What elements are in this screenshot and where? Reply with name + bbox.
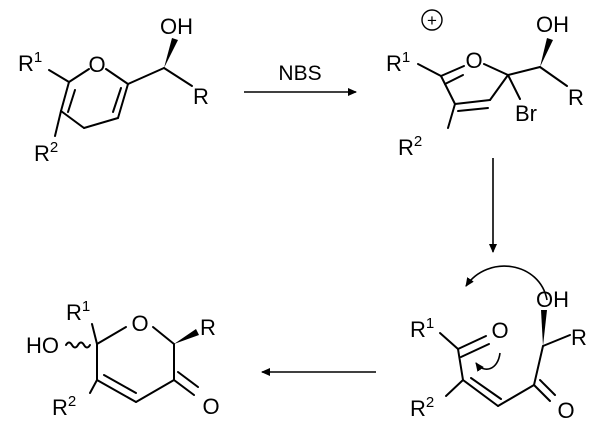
wedge-bond-oh	[541, 310, 547, 346]
c2-c3-double-bond-a	[462, 379, 499, 407]
r2-bond	[447, 103, 456, 129]
ketone-oxygen-label: O	[557, 398, 574, 423]
aldehyde-oxygen-label: O	[491, 318, 508, 343]
c1-o-double-bond-b	[460, 343, 490, 358]
c-br-bond	[507, 74, 521, 100]
r1-label: R1	[410, 315, 434, 342]
r1-label: R1	[386, 49, 410, 76]
carbonyl-oxygen-label: O	[202, 394, 219, 419]
carbonyl-double-bond-b	[177, 371, 199, 388]
c3-c4-bond	[135, 379, 175, 403]
c4-c5-bond	[533, 345, 544, 386]
c1-o-double-bond-a	[457, 335, 487, 350]
r-bond	[539, 66, 568, 87]
positive-charge-circle	[421, 9, 443, 31]
oxocarbenium-ring-bonds	[440, 63, 509, 112]
r2-label: R2	[34, 139, 58, 166]
electron-push-arrow	[475, 352, 501, 372]
wedge-bond-r	[174, 329, 199, 344]
compound-enedione: R1 O R2 O OH R	[410, 265, 587, 423]
side-chain-bond	[507, 66, 541, 76]
c4-o-double-bond-a	[533, 384, 551, 402]
r-label: R	[193, 84, 209, 109]
nucleophilic-attack-arrow	[465, 265, 548, 301]
r-bond	[163, 67, 193, 87]
r1-bond	[439, 332, 459, 350]
compound-furylcarbinol: O R1 R2 OH R	[18, 14, 209, 166]
r2-label: R2	[398, 133, 422, 160]
r-label: R	[200, 315, 216, 340]
furan-oxygen-label: O	[88, 52, 105, 77]
c4-c5-double-bond-b	[103, 374, 137, 394]
r2-label: R2	[410, 394, 434, 421]
wedge-bond-oh	[540, 38, 553, 67]
positive-charge-sign: +	[427, 11, 437, 30]
reagent-label: NBS	[278, 62, 321, 85]
c6-o-bond	[96, 326, 127, 345]
r1-label: R1	[18, 49, 42, 76]
r1-bond	[417, 63, 442, 77]
hydroxyl-label: OH	[160, 14, 193, 39]
c1-c2-bond	[457, 348, 464, 381]
o-c2-bond	[152, 326, 175, 345]
r2-bond	[89, 379, 98, 394]
r1-label: R1	[66, 298, 90, 325]
hydroxyl-label: HO	[26, 333, 59, 358]
side-chain-bond	[127, 67, 165, 85]
hydroxyl-label: OH	[536, 12, 569, 37]
c4-o-double-bond-b	[539, 379, 556, 396]
c6-r1-bond	[91, 323, 98, 345]
oxonium-oxygen-label: O	[465, 48, 482, 73]
bromine-label: Br	[515, 101, 537, 126]
r1-bond	[48, 69, 70, 83]
wedge-bond-oh	[164, 38, 178, 68]
r-label: R	[568, 85, 584, 110]
r2-bond	[54, 110, 62, 137]
hydroxyl-label: OH	[536, 287, 569, 312]
c3-c4-bond	[497, 384, 535, 407]
reaction-arrow-nbs: NBS	[244, 62, 357, 96]
intermediate-oxocarbenium: + O R1 R2 Br OH R	[386, 9, 584, 160]
r2-label: R2	[52, 393, 76, 420]
compound-pyranone: HO R1 O R R2 O	[26, 298, 220, 420]
carbonyl-double-bond-a	[173, 379, 195, 396]
r-bond	[542, 334, 571, 347]
furan-ring-bonds	[60, 68, 129, 129]
r-label: R	[571, 325, 587, 350]
r2-bond	[445, 379, 464, 397]
c4-c5-double-bond-a	[96, 379, 137, 403]
ring-oxygen-label: O	[131, 311, 148, 336]
c2-c3-double-bond-b	[470, 377, 502, 400]
wavy-bond-ho	[65, 341, 91, 349]
